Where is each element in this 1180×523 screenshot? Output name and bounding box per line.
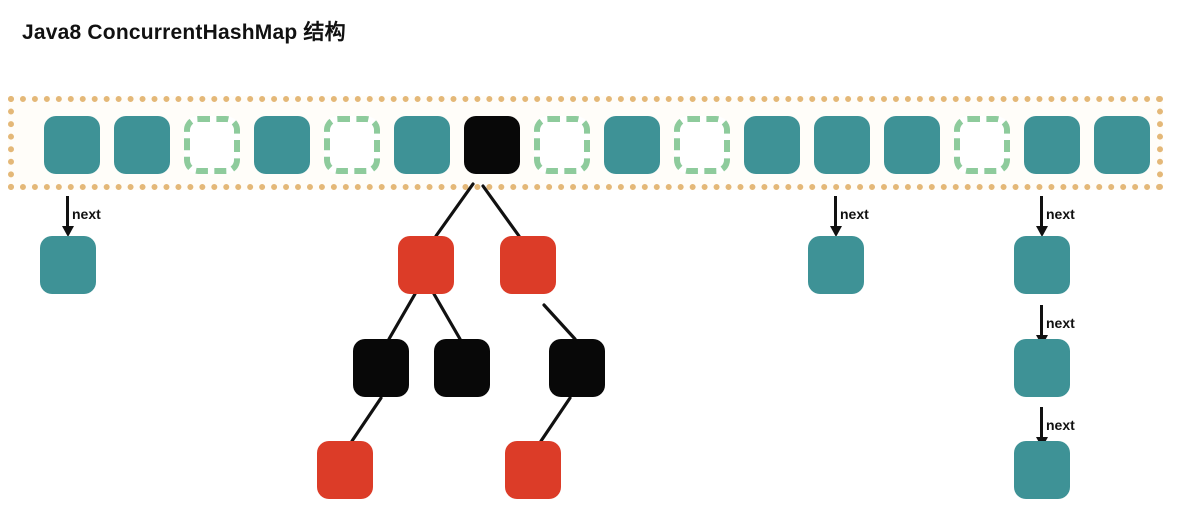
bucket-cell-11[interactable] <box>814 116 870 174</box>
bucket-cell-2-empty[interactable] <box>184 116 240 174</box>
chain-bucket-14-next-arrow-2 <box>1040 407 1043 439</box>
chain-bucket-0-next-label-0: next <box>72 206 101 222</box>
chain-bucket-10-node-0[interactable] <box>808 236 864 294</box>
chain-bucket-14-next-label-2: next <box>1046 417 1075 433</box>
bucket-cell-14[interactable] <box>1024 116 1080 174</box>
bucket-cell-12[interactable] <box>884 116 940 174</box>
bucket-cell-5[interactable] <box>394 116 450 174</box>
tree-node-r2-red[interactable] <box>500 236 556 294</box>
chain-bucket-0-next-arrowhead-0 <box>61 226 74 237</box>
tree-edge-r2-to-b3 <box>542 303 577 341</box>
tree-node-r1-red[interactable] <box>398 236 454 294</box>
chain-bucket-14-next-label-0: next <box>1046 206 1075 222</box>
chain-bucket-14-next-label-1: next <box>1046 315 1075 331</box>
chain-bucket-10-next-label-0: next <box>840 206 869 222</box>
bucket-array-container <box>8 96 1163 190</box>
bucket-cell-10[interactable] <box>744 116 800 174</box>
tree-edge-b3-to-r4 <box>539 396 572 443</box>
chain-bucket-14-next-arrow-0 <box>1040 196 1043 228</box>
tree-node-b1-black[interactable] <box>353 339 409 397</box>
tree-node-r3-red[interactable] <box>317 441 373 499</box>
tree-node-r4-red[interactable] <box>505 441 561 499</box>
bucket-cell-7-empty[interactable] <box>534 116 590 174</box>
tree-node-b3-black[interactable] <box>549 339 605 397</box>
tree-node-b2-black[interactable] <box>434 339 490 397</box>
bucket-cell-9-empty[interactable] <box>674 116 730 174</box>
chain-bucket-14-node-2[interactable] <box>1014 441 1070 499</box>
bucket-cell-15[interactable] <box>1094 116 1150 174</box>
tree-edge-bucket-6-to-r2 <box>481 184 521 238</box>
tree-edge-r1-to-b1 <box>387 292 417 341</box>
bucket-cell-0[interactable] <box>44 116 100 174</box>
bucket-cell-4-empty[interactable] <box>324 116 380 174</box>
chain-bucket-0-node-0[interactable] <box>40 236 96 294</box>
chain-bucket-0-next-arrow-0 <box>66 196 69 228</box>
page-title: Java8 ConcurrentHashMap 结构 <box>22 21 346 44</box>
chain-bucket-10-next-arrowhead-0 <box>829 226 842 237</box>
bucket-cell-8[interactable] <box>604 116 660 174</box>
chain-bucket-10-next-arrow-0 <box>834 196 837 228</box>
tree-edge-b1-to-r3 <box>350 396 383 443</box>
tree-edge-bucket-6-to-r1 <box>434 182 475 238</box>
bucket-cell-1[interactable] <box>114 116 170 174</box>
tree-edge-r1-to-b2 <box>432 292 462 341</box>
bucket-cell-13-empty[interactable] <box>954 116 1010 174</box>
bucket-cell-3[interactable] <box>254 116 310 174</box>
chain-bucket-14-next-arrow-1 <box>1040 305 1043 337</box>
chain-bucket-14-node-0[interactable] <box>1014 236 1070 294</box>
bucket-cell-6[interactable] <box>464 116 520 174</box>
chain-bucket-14-node-1[interactable] <box>1014 339 1070 397</box>
chain-bucket-14-next-arrowhead-0 <box>1035 226 1048 237</box>
